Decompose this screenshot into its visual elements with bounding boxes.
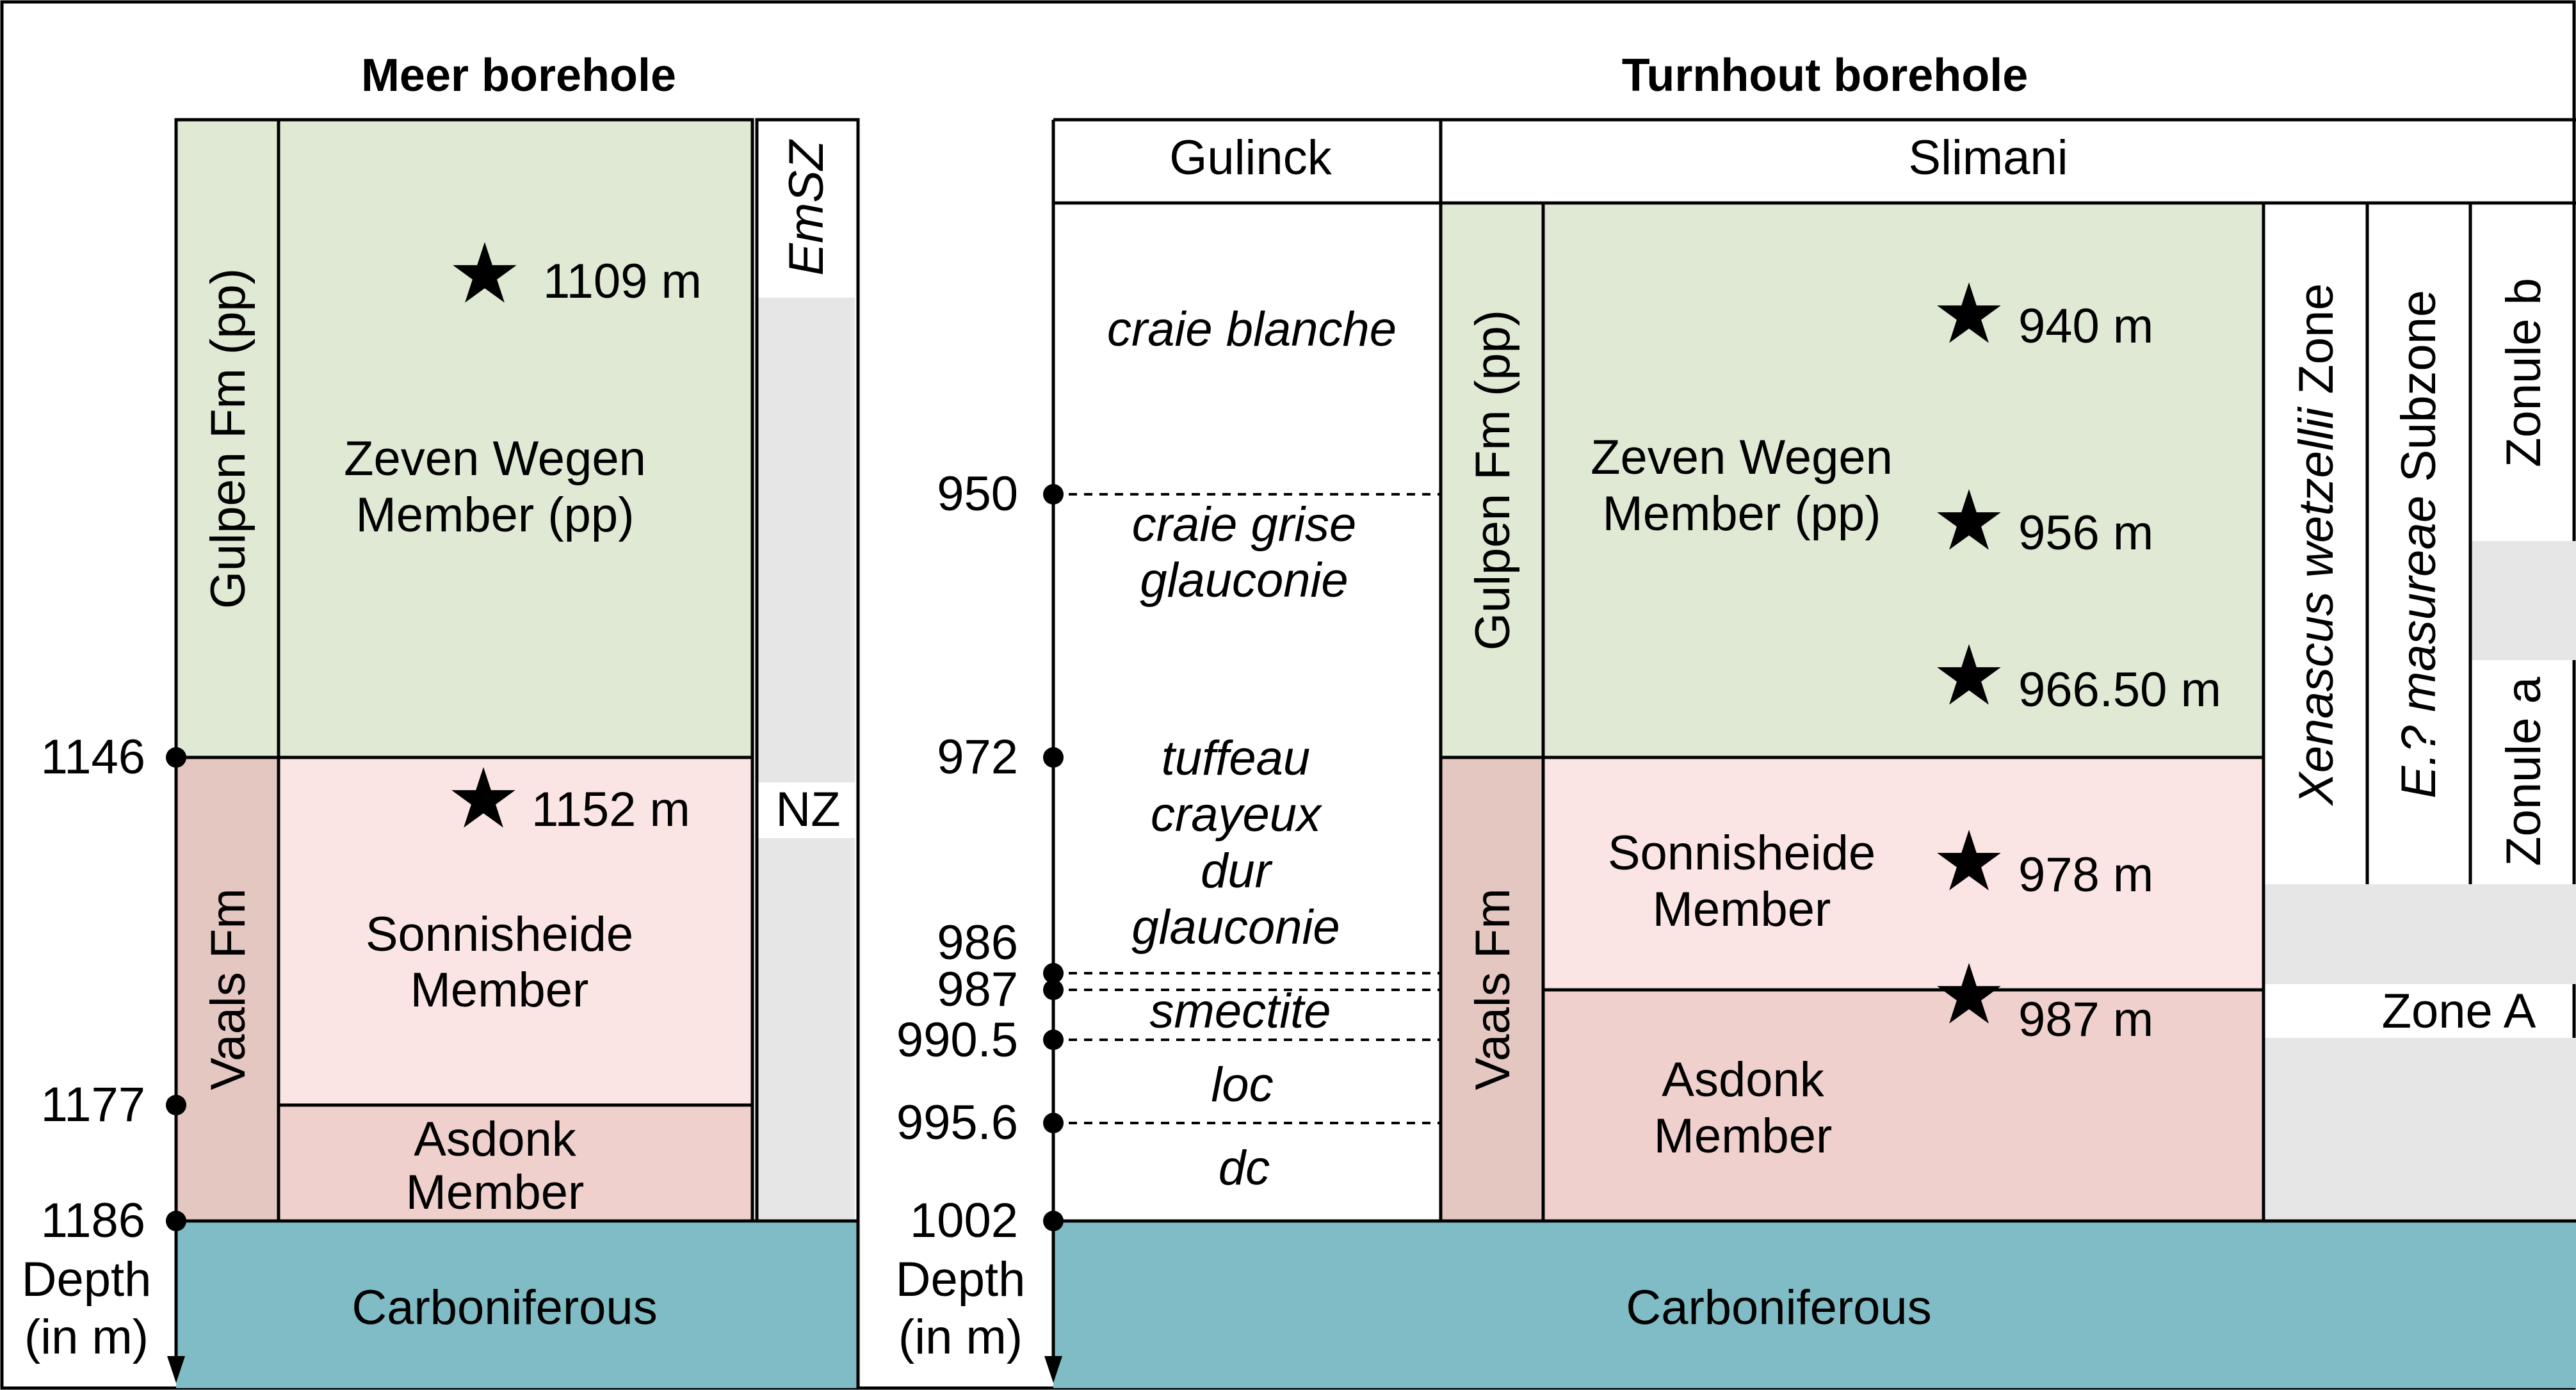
- turnhout-sample-label: 940 m: [2018, 299, 2153, 353]
- meer-asdonk-label: Asdonk: [414, 1112, 576, 1167]
- meer-zeven-wegen-member-cell: [279, 120, 752, 757]
- meer-asdonk-member-cell: [279, 1105, 752, 1221]
- meer-gulpen-formation-cell: [176, 120, 279, 757]
- turnhout-gulpen-formation-cell: [1441, 203, 1543, 757]
- meer-sample-label: 1109 m: [543, 254, 702, 309]
- zonule-a-label: Zonule a: [2497, 676, 2551, 866]
- turnhout-zonule-gap-band: [2470, 541, 2576, 660]
- turnhout-panel: Turnhout borehole: [896, 50, 2576, 1388]
- gulinck-tuffeau-label: tuffeau: [1162, 731, 1310, 786]
- turnhout-zone-gray-band: [2264, 884, 2576, 984]
- meer-sonnisheide-member-cell: [279, 757, 752, 1105]
- xenascus-wetzellii-zone-label: Xenascus wetzellii Zone: [2289, 283, 2344, 806]
- sample-star-icon: ★: [1932, 474, 2007, 567]
- meer-zeven-wegen-label: Member (pp): [356, 488, 635, 542]
- meer-title: Meer borehole: [361, 50, 676, 101]
- turnhout-sonnisheide-label: Member: [1653, 882, 1831, 937]
- turnhout-depth-axis-label: Depth: [896, 1252, 1026, 1307]
- turnhout-carboniferous-cell: [1053, 1221, 2576, 1388]
- gulinck-loc-label: loc: [1211, 1058, 1273, 1112]
- turnhout-zeven-wegen-member-cell: [1543, 203, 2264, 757]
- gulinck-tuffeau-label: dur: [1201, 844, 1273, 898]
- meer-zeven-wegen-label: Zeven Wegen: [344, 432, 646, 486]
- turnhout-depth-axis-label: (in m): [898, 1310, 1023, 1364]
- sample-star-icon: ★: [1932, 629, 2007, 722]
- meer-carboniferous-cell: [176, 1221, 858, 1388]
- turnhout-depth-tick-dot: [1043, 1030, 1064, 1050]
- turnhout-sample-label: 956 m: [2018, 506, 2153, 560]
- meer-depth-tick-label: 1146: [41, 730, 145, 784]
- turnhout-gulpen-formation-label: Gulpen Fm (pp): [1466, 310, 1520, 651]
- meer-carboniferous-label: Carboniferous: [352, 1281, 657, 1335]
- turnhout-depth-tick-label: 990.5: [896, 1013, 1018, 1067]
- turnhout-sample-label: 978 m: [2018, 848, 2153, 902]
- meer-depth-tick-label: 1186: [41, 1193, 145, 1248]
- turnhout-asdonk-label: Member: [1654, 1109, 1833, 1163]
- meer-depth-arrow-icon: [167, 1356, 185, 1383]
- zonule-b-label: Zonule b: [2497, 278, 2551, 467]
- gulinck-craie-blanche-label: craie blanche: [1107, 302, 1397, 357]
- gulinck-craie-grise-label: glauconie: [1140, 553, 1348, 608]
- meer-zone-gray-band: [757, 298, 855, 1221]
- turnhout-depth-tick-label: 987: [937, 962, 1018, 1017]
- turnhout-depth-tick-dot: [1043, 1113, 1064, 1133]
- meer-depth-tick-dot: [166, 1211, 186, 1231]
- turnhout-sonnisheide-member-cell: [1543, 757, 2264, 990]
- turnhout-depth-tick-dot: [1043, 747, 1064, 768]
- turnhout-carboniferous-label: Carboniferous: [1626, 1281, 1931, 1335]
- meer-nz-box: [757, 782, 855, 838]
- sample-star-icon: ★: [1932, 814, 2007, 908]
- meer-emsz-zone-label: EmSZ: [779, 139, 834, 276]
- meer-depth-tick-dot: [166, 747, 186, 768]
- turnhout-depth-tick-dot: [1043, 980, 1064, 1000]
- meer-sonnisheide-label: Sonnisheide: [366, 907, 633, 962]
- meer-nz-zone-label: NZ: [775, 782, 840, 837]
- meer-asdonk-label: Member: [406, 1165, 585, 1220]
- gulinck-tuffeau-label: glauconie: [1131, 900, 1340, 955]
- sample-star-icon: ★: [1932, 267, 2007, 360]
- turnhout-zeven-wegen-label: Member (pp): [1603, 487, 1881, 541]
- meer-depth-axis-label: Depth: [22, 1252, 152, 1307]
- turnhout-depth-tick-dot: [1043, 1211, 1064, 1231]
- gulinck-smectite-label: smectite: [1150, 984, 1331, 1038]
- turnhout-depth-tick-label: 972: [937, 730, 1018, 784]
- gulinck-tuffeau-label: crayeux: [1151, 788, 1323, 842]
- sample-star-icon: ★: [1932, 948, 2007, 1041]
- turnhout-zeven-wegen-label: Zeven Wegen: [1591, 430, 1893, 485]
- turnhout-sample-label: 987 m: [2018, 992, 2153, 1047]
- turnhout-slimani-header: Slimani: [1908, 131, 2068, 185]
- turnhout-depth-tick-label: 1002: [910, 1193, 1018, 1248]
- turnhout-depth-tick-label: 995.6: [896, 1095, 1018, 1150]
- turnhout-sample-label: 966.50 m: [2018, 663, 2221, 717]
- turnhout-vaals-formation-label: Vaals Fm: [1466, 888, 1520, 1090]
- turnhout-gulinck-header: Gulinck: [1169, 131, 1332, 185]
- turnhout-depth-tick-dot: [1043, 963, 1064, 983]
- zone-a-label: Zone A: [2382, 984, 2536, 1038]
- turnhout-asdonk-member-cell: [1543, 990, 2264, 1221]
- turnhout-depth-arrow-icon: [1044, 1356, 1062, 1383]
- sample-star-icon: ★: [448, 227, 522, 320]
- gulinck-dc-label: dc: [1219, 1141, 1270, 1195]
- gulinck-craie-grise-label: craie grise: [1132, 497, 1357, 552]
- turnhout-title: Turnhout borehole: [1622, 50, 2029, 101]
- meer-sample-label: 1152 m: [531, 782, 690, 837]
- meer-vaals-formation-label: Vaals Fm: [201, 888, 255, 1090]
- turnhout-vaals-formation-cell: [1441, 757, 1543, 1221]
- masureae-subzone-label: E.? masureae Subzone: [2392, 290, 2446, 798]
- meer-gulpen-formation-label: Gulpen Fm (pp): [201, 268, 255, 609]
- meer-sonnisheide-label: Member: [410, 963, 589, 1017]
- meer-depth-axis-label: (in m): [24, 1310, 149, 1364]
- sample-star-icon: ★: [446, 752, 521, 845]
- turnhout-zone-gray-band: [2264, 1038, 2576, 1221]
- turnhout-depth-tick-dot: [1043, 484, 1064, 505]
- turnhout-sonnisheide-label: Sonnisheide: [1608, 826, 1875, 880]
- meer-panel: Meer borehole 1146 1177 1186 Depth (in: [22, 50, 860, 1388]
- meer-depth-tick-dot: [166, 1095, 186, 1115]
- turnhout-depth-tick-label: 986: [937, 916, 1018, 970]
- meer-depth-tick-label: 1177: [41, 1078, 145, 1132]
- meer-vaals-formation-cell: [176, 757, 279, 1221]
- turnhout-depth-tick-label: 950: [937, 467, 1018, 521]
- turnhout-asdonk-label: Asdonk: [1662, 1053, 1824, 1107]
